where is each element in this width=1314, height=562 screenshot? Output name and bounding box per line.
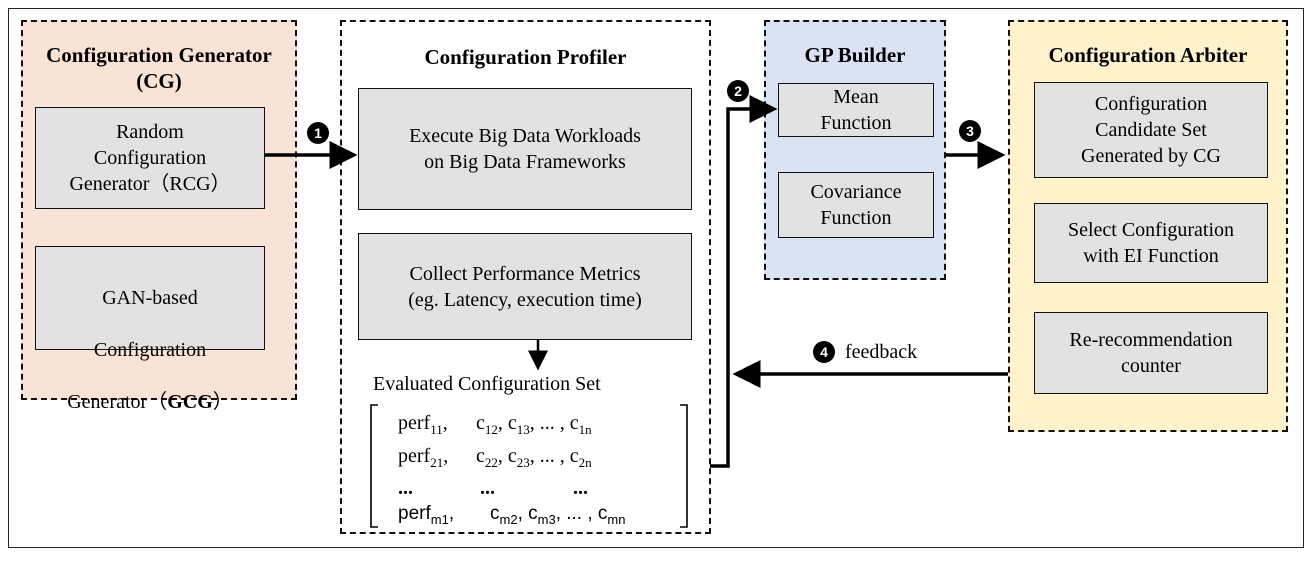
matrix-row-2: perf21, c22, c23, ... , c2n <box>398 445 592 471</box>
row2-configs: c22, c23, ... , c2n <box>476 445 592 470</box>
gcg-prefix: Generator（ <box>67 391 168 413</box>
gcg-bold: GCG <box>167 391 213 413</box>
outer-frame <box>8 8 1304 548</box>
profiler-title: Configuration Profiler <box>424 45 627 69</box>
matrix-bracket-left <box>370 404 378 528</box>
arbiter-title: Configuration Arbiter <box>1048 43 1248 67</box>
gcg-line1: GAN-based <box>102 287 198 309</box>
arrow-set-to-gp <box>710 95 778 468</box>
row1-configs: c12, c13, ... , c1n <box>476 412 592 437</box>
matrix-ellipsis-2: ... <box>480 477 495 499</box>
random-configuration-generator-box: Random Configuration Generator（RCG） <box>35 107 265 209</box>
gcg-line3: Generator（GCG） <box>36 389 264 415</box>
step-1-marker: 1 <box>307 122 329 144</box>
matrix-bracket-right <box>680 404 688 528</box>
mean-function-box: Mean Function <box>778 83 934 137</box>
re-recommendation-counter-box: Re-recommendation counter <box>1034 312 1268 394</box>
cg-title-line1: Configuration Generator <box>46 43 272 67</box>
select-configuration-box: Select Configuration with EI Function <box>1034 203 1268 283</box>
candidate-set-box: Configuration Candidate Set Generated by… <box>1034 82 1268 178</box>
step-3-marker: 3 <box>959 120 981 142</box>
configuration-profiler-panel: Configuration Profiler <box>340 20 711 534</box>
gp-title: GP Builder <box>804 43 906 67</box>
matrix-ellipsis-3: ... <box>573 477 588 499</box>
step-2-marker: 2 <box>727 80 749 102</box>
rowm-perf: perfm1, <box>398 503 455 527</box>
gcg-suffix: ） <box>212 391 233 413</box>
feedback-label: feedback <box>845 341 918 363</box>
row1-perf: perf11, <box>398 412 448 437</box>
matrix-row-1: perf11, c12, c13, ... , c1n <box>398 412 592 438</box>
matrix-ellipsis-1: ... <box>398 477 413 499</box>
matrix-row-m: perfm1, cm2, cm3, ... , cmn <box>398 503 625 527</box>
rowm-configs: cm2, cm3, ... , cmn <box>490 503 626 527</box>
cg-title-line2: (CG) <box>136 69 182 93</box>
step-4-marker: 4 <box>813 341 835 363</box>
collect-metrics-box: Collect Performance Metrics (eg. Latency… <box>358 233 692 340</box>
execute-workloads-box: Execute Big Data Workloads on Big Data F… <box>358 88 692 210</box>
gcg-line2: Configuration <box>93 339 207 361</box>
evaluated-configuration-set-label: Evaluated Configuration Set <box>373 373 601 395</box>
covariance-function-box: Covariance Function <box>778 172 934 238</box>
row2-perf: perf21, <box>398 445 449 470</box>
gan-based-configuration-generator-box: GAN-based Configuration Generator（GCG） <box>35 246 265 413</box>
